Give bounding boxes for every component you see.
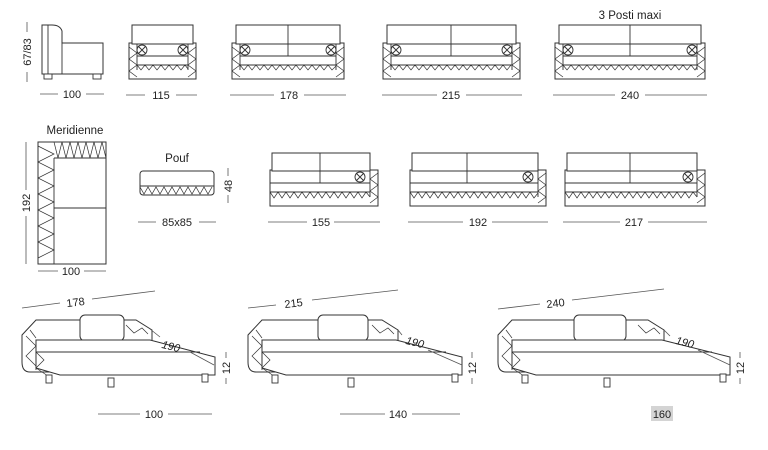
sofa-bed-3-depth-label: 190 — [674, 335, 696, 351]
height-range-label: 67/83 — [22, 38, 34, 66]
dim-middle-3: 217 — [563, 217, 707, 229]
front-view-chaise-155 — [269, 152, 379, 207]
dim-top-4-label: 215 — [442, 90, 460, 102]
meridienne-title: Meridienne — [47, 125, 104, 137]
sofa-bed-1-drawing — [21, 314, 216, 388]
sofa-bed-2-leg-dimension: 12 — [467, 352, 479, 384]
sofa-bed-1-width-dimension: 178 — [21, 290, 156, 310]
pouf-size-label: 85x85 — [162, 217, 192, 229]
meridienne-width-dimension: 100 — [38, 266, 106, 278]
sofa-bed-3-leg-dimension: 12 — [735, 352, 747, 384]
maxi-title: 3 Posti maxi — [599, 10, 662, 22]
front-view-armchair — [128, 24, 197, 80]
front-view-sofa-240 — [554, 24, 706, 80]
dim-top-1: 100 — [40, 89, 104, 101]
sofa-bed-2-width-label: 215 — [284, 297, 304, 311]
sofa-bed-3-width-label: 240 — [546, 297, 566, 311]
sofa-bed-2-depth-label: 190 — [404, 335, 426, 351]
sofa-bed-3-width-dimension: 240 — [497, 288, 665, 311]
meridienne-width-label: 100 — [62, 266, 80, 278]
side-view-drawing — [41, 24, 104, 80]
pouf-title: Pouf — [165, 153, 189, 165]
dim-middle-3-label: 217 — [625, 217, 643, 229]
dim-top-4: 215 — [382, 90, 522, 102]
sofa-bed-1-mattress-label: 100 — [145, 409, 163, 421]
sofa-bed-2-mattress-label: 140 — [389, 409, 407, 421]
height-dimension: 67/83 — [22, 22, 34, 82]
sofa-bed-2-leg-label: 12 — [467, 362, 479, 374]
pouf-size-dimension: 85x85 — [138, 217, 216, 229]
dim-middle-1-label: 155 — [312, 217, 330, 229]
sofa-bed-3-leg-label: 12 — [735, 362, 747, 374]
pouf-height-label: 48 — [223, 180, 235, 192]
meridienne-depth-dimension: 192 — [21, 142, 33, 264]
sofa-bed-1-leg-label: 12 — [221, 362, 233, 374]
sofa-bed-3-mattress-dimension: 160 — [651, 406, 673, 421]
sofa-bed-3-depth-dimension: 190 — [663, 329, 731, 366]
sofa-bed-1-width-label: 178 — [66, 296, 86, 310]
sofa-bed-1-mattress-dimension: 100 — [98, 409, 212, 421]
sofa-bed-2-depth-dimension: 190 — [397, 329, 463, 366]
front-view-sofa-178 — [231, 24, 345, 80]
meridienne-top-view — [37, 141, 107, 265]
sofa-bed-1-depth-label: 190 — [160, 339, 182, 355]
dim-top-5-label: 240 — [621, 90, 639, 102]
sofa-bed-2-mattress-dimension: 140 — [340, 409, 460, 421]
meridienne-depth-label: 192 — [21, 194, 33, 212]
dim-top-5: 240 — [553, 90, 707, 102]
front-view-chaise-192 — [409, 152, 547, 207]
sofa-bed-2-width-dimension: 215 — [247, 289, 399, 311]
dim-top-3: 178 — [230, 90, 346, 102]
sofa-bed-2-drawing — [247, 314, 463, 388]
sofa-bed-1-leg-dimension: 12 — [221, 352, 233, 384]
sofa-bed-3-drawing — [497, 314, 731, 388]
pouf-drawing — [139, 170, 215, 196]
dim-top-1-label: 100 — [63, 89, 81, 101]
front-view-chaise-217 — [564, 152, 706, 207]
front-view-sofa-215 — [382, 24, 521, 80]
dim-middle-2-label: 192 — [469, 217, 487, 229]
dim-top-3-label: 178 — [280, 90, 298, 102]
dim-middle-2: 192 — [408, 217, 548, 229]
dim-middle-1: 155 — [268, 217, 380, 229]
dim-top-2-label: 115 — [152, 90, 170, 102]
sofa-bed-1-depth-dimension: 190 — [149, 328, 215, 366]
pouf-height-dimension: 48 — [223, 168, 235, 203]
sofa-bed-3-mattress-label: 160 — [653, 409, 671, 421]
dim-top-2: 115 — [126, 90, 197, 102]
